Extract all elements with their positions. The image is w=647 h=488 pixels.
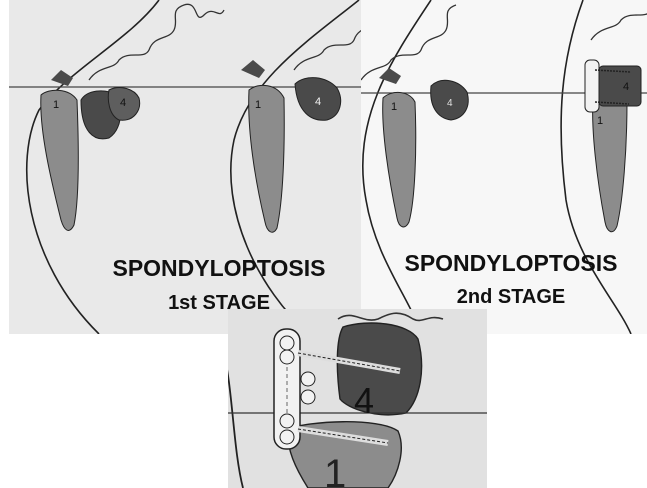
screw-head xyxy=(280,336,294,350)
vertebra-fragment xyxy=(241,60,265,78)
bowel-outline xyxy=(338,313,443,320)
vertebra-label: 1 xyxy=(391,101,397,113)
body-contour xyxy=(231,0,359,334)
vertebra-label: 4 xyxy=(447,98,453,109)
fixation-detail-inset: 4 1 xyxy=(228,309,487,488)
vertebra-fragment xyxy=(51,70,73,86)
sacrum xyxy=(41,90,78,230)
screw-head xyxy=(301,390,315,404)
bowel-outline xyxy=(89,4,224,80)
body-contour xyxy=(228,349,243,488)
vertebra-label: 1 xyxy=(53,99,59,111)
stage2-panel: 1 4 4 1 SPONDYLOPTOSIS 2nd STAGE xyxy=(361,0,647,334)
fixation-detail-illustration: 4 1 xyxy=(228,309,487,488)
stage2-illustration: 1 4 4 1 xyxy=(361,0,647,334)
stage1-title: SPONDYLOPTOSIS xyxy=(89,257,349,280)
vertebra-label: 4 xyxy=(120,97,126,109)
vertebra-label: 4 xyxy=(623,81,629,93)
stage1-panel: 1 4 1 4 SPONDYLOPTOSIS 1st STAGE xyxy=(9,0,361,334)
screw-head xyxy=(280,430,294,444)
vertebra-label: 1 xyxy=(597,115,603,127)
stage2-title: SPONDYLOPTOSIS xyxy=(381,252,641,275)
sacrum xyxy=(383,92,416,227)
screw-head xyxy=(301,372,315,386)
fixation-plate xyxy=(585,60,599,112)
screw-head xyxy=(280,414,294,428)
sacrum xyxy=(593,92,627,231)
body-contour xyxy=(27,0,159,334)
stage1-illustration: 1 4 1 4 xyxy=(9,0,361,334)
stage2-subtitle: 2nd STAGE xyxy=(381,287,641,307)
vertebra-label: 1 xyxy=(255,99,261,111)
bowel-outline xyxy=(591,10,647,40)
vertebra-label: 4 xyxy=(354,380,374,421)
screw-head xyxy=(280,350,294,364)
bowel-outline xyxy=(361,5,456,80)
vertebra-label: 1 xyxy=(324,452,346,488)
vertebra-label: 4 xyxy=(315,96,321,108)
